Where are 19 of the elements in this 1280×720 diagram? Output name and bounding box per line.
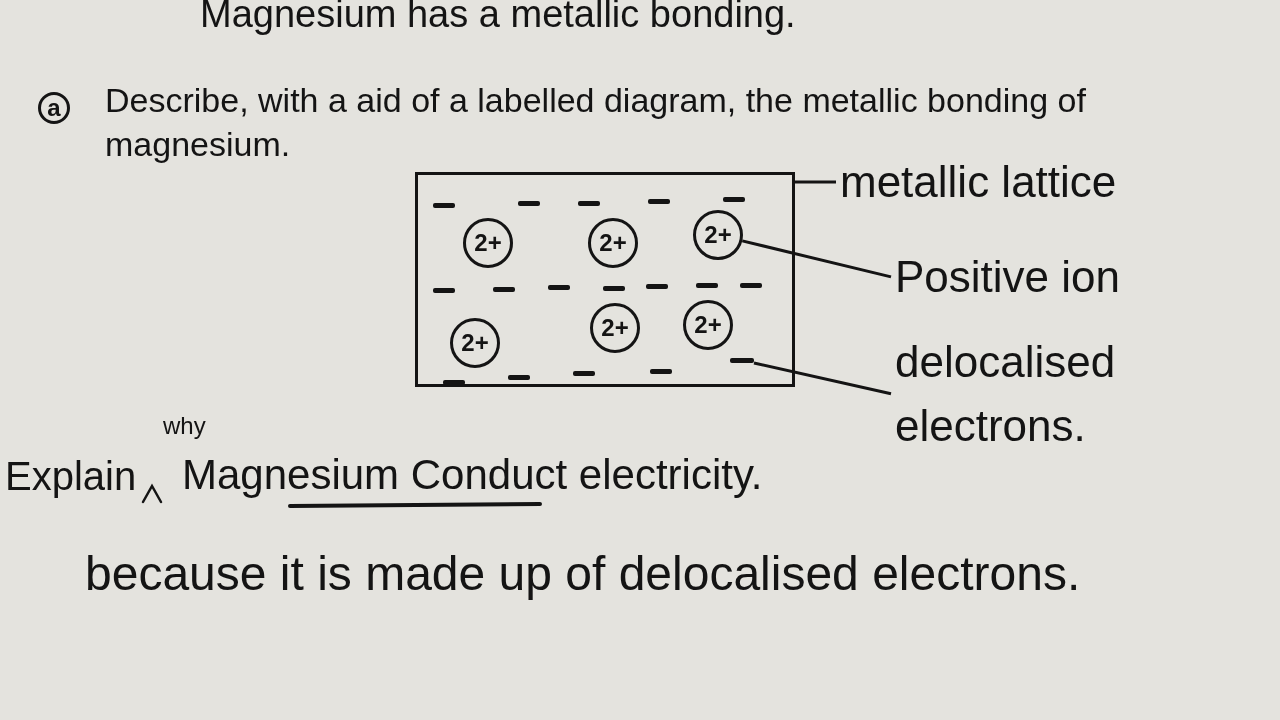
question-letter: a <box>38 92 70 124</box>
positive-ion-circle: 2+ <box>693 210 743 260</box>
positive-ion-circle: 2+ <box>590 303 640 353</box>
question-text: Magnesium Conduct electricity. <box>182 450 763 500</box>
label-text: delocalised electrons. <box>895 330 1195 458</box>
answer-text: because it is made up of delocalised electrons. <box>85 546 1081 602</box>
positive-ion-circle: 2+ <box>463 218 513 268</box>
label-text: Positive ion <box>895 245 1120 309</box>
inserted-word: why <box>163 412 206 441</box>
electron-dash <box>730 358 754 363</box>
positive-ion-circle: 2+ <box>588 218 638 268</box>
question-text: Explain <box>5 453 137 500</box>
positive-ion-circle: 2+ <box>450 318 500 368</box>
lattice-box <box>415 172 795 387</box>
leader-line <box>741 239 892 279</box>
leader-line <box>753 361 892 396</box>
positive-ion-circle: 2+ <box>683 300 733 350</box>
leader-line <box>795 180 836 184</box>
heading-text: Magnesium has a metallic bonding. <box>200 0 796 37</box>
